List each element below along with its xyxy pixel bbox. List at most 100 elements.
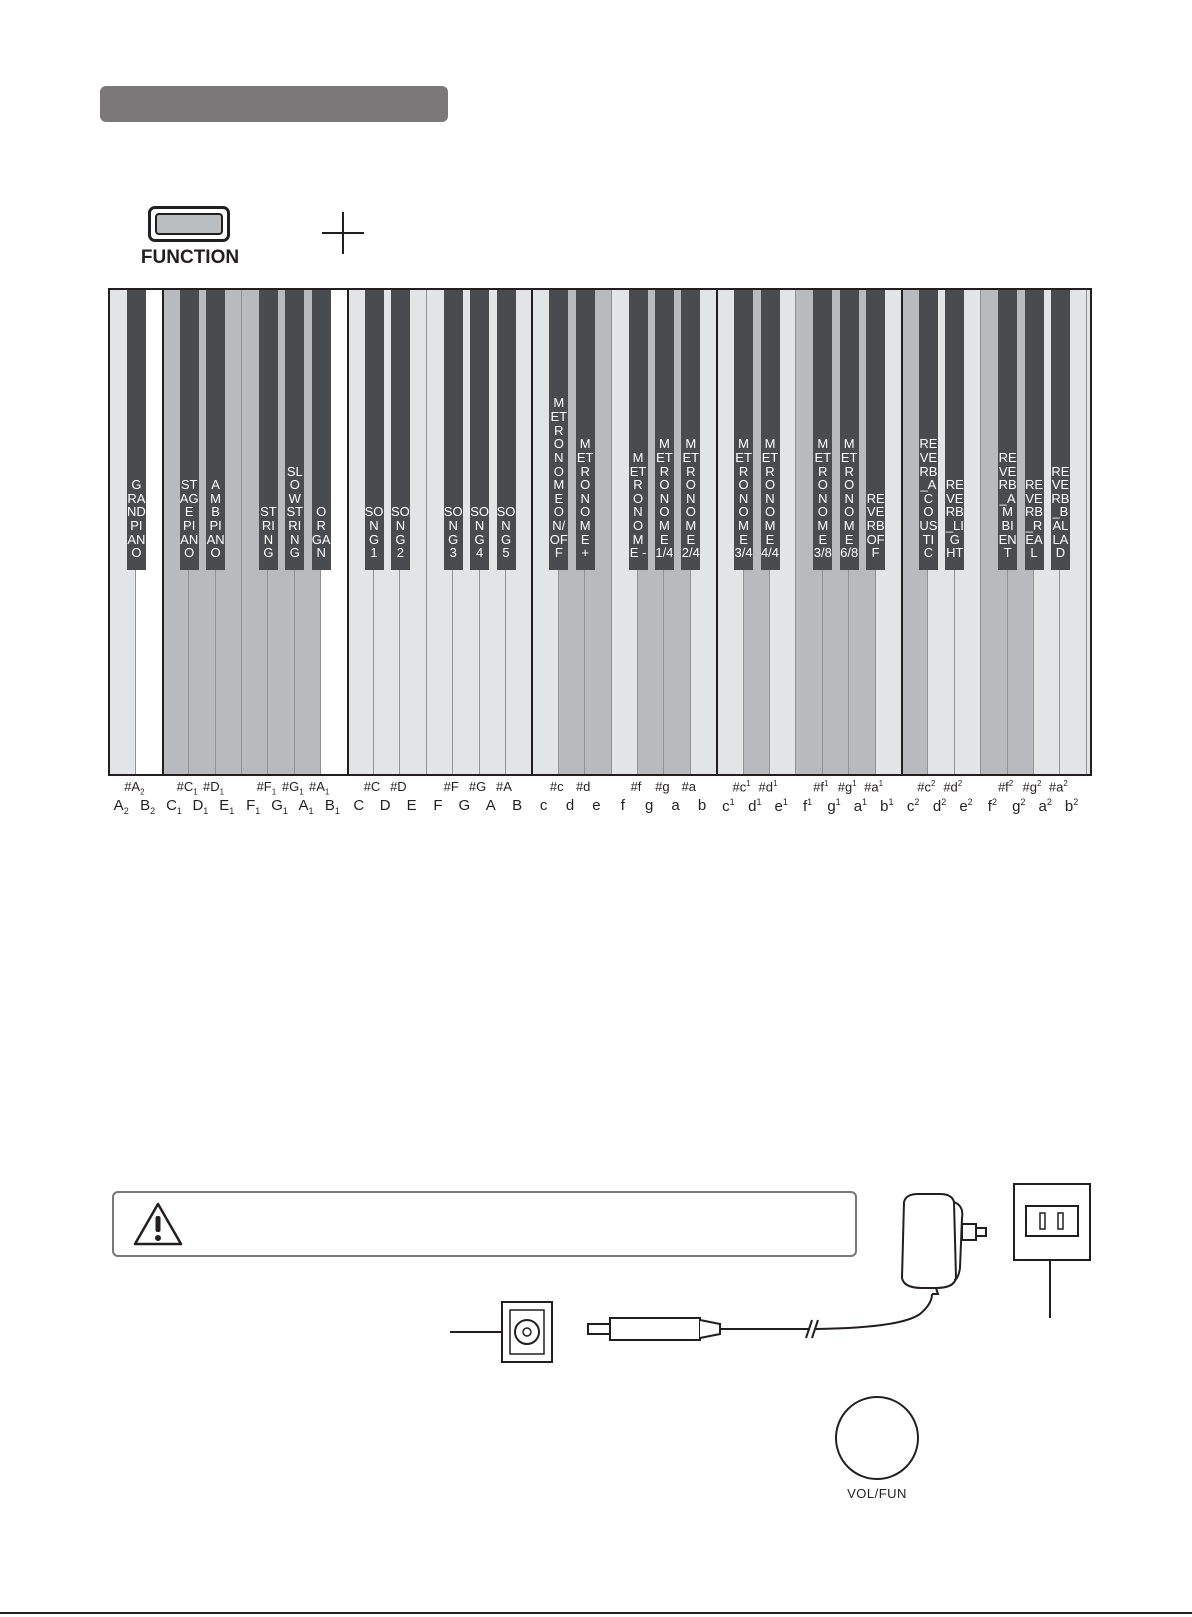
black-key-function-label: STAGE PIANO — [179, 477, 199, 561]
white-key-note: c2 — [906, 797, 920, 815]
white-key-note: d2 — [932, 797, 947, 815]
white-key-note: C1 — [166, 797, 182, 816]
black-key-function-label: METRONOME 4/4 — [760, 436, 780, 561]
octave-divider — [531, 290, 534, 774]
black-key: ORGAN — [311, 290, 331, 570]
black-key-function-label: STRING — [260, 504, 277, 561]
black-key: REVERB _REAL — [1024, 290, 1044, 570]
black-key-note: #D1 — [203, 779, 225, 797]
white-key-note: d — [565, 797, 575, 814]
black-key-function-label: METRONOME + — [576, 436, 594, 561]
black-key-function-label: REVERB _REAL — [1024, 477, 1044, 561]
black-key-note: #g — [655, 779, 670, 794]
black-key: REVERB _LIGHT — [945, 290, 965, 570]
black-key: METRONOME 3/8 — [813, 290, 833, 570]
white-key-note: A1 — [298, 797, 314, 816]
black-key-function-label: SONG 2 — [390, 504, 410, 561]
white-key-note: g — [645, 797, 654, 814]
white-key-note: a — [671, 797, 680, 814]
white-key-note: e — [592, 797, 601, 814]
vol-fun-knob-icon — [835, 1396, 919, 1480]
black-key: REVERB OFF — [866, 290, 886, 570]
black-key-note: #f1 — [813, 779, 829, 795]
black-key-function-label: SONG 4 — [470, 504, 489, 561]
black-key-function-label: SONG 3 — [443, 504, 463, 561]
black-key: AMB PIANO — [206, 290, 226, 570]
black-key: METRONOME 2/4 — [681, 290, 701, 570]
white-key-note: b — [697, 797, 707, 814]
black-key-note: #c — [549, 779, 564, 794]
black-key-note: #f2 — [997, 779, 1014, 795]
black-key-note: #A — [496, 779, 512, 794]
white-key-note: c1 — [722, 797, 735, 815]
white-key-note: G — [458, 797, 471, 814]
black-key: SONG 5 — [496, 290, 516, 570]
white-key-note: E — [406, 797, 417, 814]
black-key: METRONOME 4/4 — [760, 290, 780, 570]
black-key-note: #G — [468, 779, 487, 794]
black-key-note: #A2 — [124, 779, 145, 797]
white-key-note: f2 — [987, 797, 997, 815]
white-key-note: c — [539, 797, 548, 814]
black-key-note: #F — [443, 779, 459, 794]
black-key: METRONOME ON/OFF — [549, 290, 569, 570]
black-key-function-label: METRONOME 3/4 — [734, 436, 753, 561]
white-key-note: g1 — [827, 797, 841, 815]
octave-divider — [716, 290, 719, 774]
black-key: METRONOME - — [628, 290, 648, 570]
black-key: METRONOME + — [575, 290, 595, 570]
white-key-note: b2 — [1064, 797, 1079, 815]
black-key-note: #d — [575, 779, 591, 794]
white-key-note: a2 — [1038, 797, 1052, 815]
dc-plug-icon — [587, 1294, 933, 1341]
black-key-function-label: METRONOME - — [629, 449, 647, 561]
white-key-note: d1 — [748, 797, 762, 815]
octave-divider — [346, 290, 349, 774]
black-key-note: #a2 — [1048, 779, 1068, 795]
black-key-function-label: SLOW STRING — [286, 463, 305, 561]
black-key: REVERB _BALLAD — [1050, 290, 1070, 570]
black-key: REVERB _ACOUSTIC — [918, 290, 938, 570]
black-key-note: #g1 — [837, 779, 857, 795]
black-key-function-label: REVERB _LIGHT — [945, 477, 964, 561]
black-key-function-label: ORGAN — [311, 504, 331, 561]
black-key-note: #f — [630, 779, 642, 794]
black-key: METRONOME 3/4 — [734, 290, 754, 570]
black-key-function-label: GRAND PIANO — [127, 477, 146, 561]
caution-box — [112, 1191, 857, 1257]
black-key-function-label: REVERB _BALLAD — [1051, 463, 1070, 561]
octave-divider — [901, 290, 903, 774]
black-key: STRING — [258, 290, 278, 570]
white-key-note: A — [485, 797, 496, 814]
section-header-bar — [100, 86, 448, 122]
black-key-function-label: REVERB _ACOUSTIC — [919, 436, 938, 561]
black-key-function-label: METRONOME ON/OFF — [549, 395, 568, 561]
black-key-function-label: SONG 5 — [496, 504, 516, 561]
black-key: STAGE PIANO — [179, 290, 199, 570]
black-key-function-label: REVERB _AMBIENT — [998, 449, 1017, 561]
black-key-note: #c1 — [732, 779, 751, 795]
black-key: SONG 4 — [470, 290, 490, 570]
dc-jack-icon — [450, 1301, 553, 1363]
white-key-note: D — [379, 797, 391, 814]
white-key-note: G1 — [271, 797, 288, 816]
black-key-note: #D — [390, 779, 407, 794]
black-key: SONG 3 — [443, 290, 463, 570]
black-key-note: #g2 — [1022, 779, 1042, 795]
black-key-note: #a1 — [864, 779, 884, 795]
black-key: SONG 1 — [364, 290, 384, 570]
white-key-note: F — [433, 797, 443, 814]
black-key-function-label: REVERB OFF — [866, 490, 885, 561]
keyboard-diagram: GRAND PIANO STAGE PIANO AMB PIANO STRING SLO… — [108, 288, 1092, 776]
white-key-note: e2 — [959, 797, 973, 815]
black-key-function-label: SONG 1 — [364, 504, 384, 561]
black-key-note: #G1 — [281, 779, 304, 797]
black-key-function-label: AMB PIANO — [206, 477, 225, 561]
black-key-note: #F1 — [256, 779, 277, 797]
black-key-note: #c2 — [917, 779, 936, 795]
black-key-note: #d2 — [943, 779, 963, 795]
white-key-note: B — [512, 797, 523, 814]
function-button-label: FUNCTION — [140, 247, 240, 268]
black-key-function-label: METRONOME 6/8 — [840, 436, 859, 561]
black-key-note: #a — [681, 779, 697, 794]
